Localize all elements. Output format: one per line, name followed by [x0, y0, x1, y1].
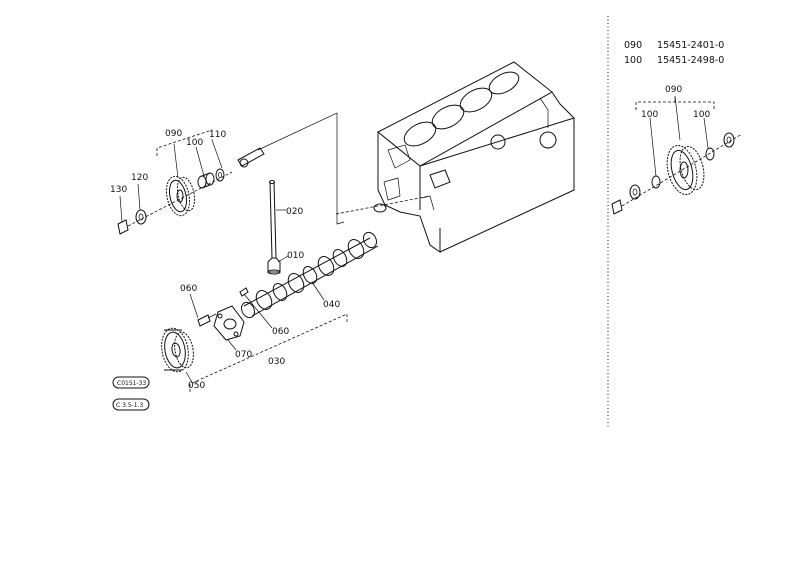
callout-130: 130 [110, 185, 127, 195]
callout-030: 030 [268, 357, 285, 367]
leader-lines [119, 129, 348, 392]
callout-100-left: 100 [186, 138, 203, 148]
callout-090-left: 090 [165, 129, 182, 139]
part-number: 15451-2498-0 [657, 55, 725, 66]
callout-050: 050 [188, 381, 205, 391]
camshaft [239, 231, 379, 319]
callout-080: 060 [180, 284, 197, 294]
parts-row: 090 15451-2401-0 [624, 40, 724, 55]
callout-110: 110 [209, 130, 226, 140]
callout-120: 120 [131, 173, 148, 183]
part-number: 15451-2401-0 [657, 40, 725, 51]
parts-row: 100 15451-2498-0 [624, 55, 724, 70]
callout-020: 020 [286, 207, 303, 217]
idle-gear-inset [611, 132, 743, 215]
cam-gear [161, 327, 194, 373]
model-tags: C0151-33 C 3.5-1.3 [112, 376, 150, 411]
part-ref: 100 [624, 55, 643, 66]
push-rod-assembly [237, 112, 345, 275]
callout-090-inset: 090 [665, 85, 682, 95]
callout-100-inset-a: 100 [641, 110, 658, 120]
callout-100-inset-b: 100 [693, 110, 710, 120]
part-ref: 090 [624, 40, 643, 51]
thrust-plate [197, 305, 245, 341]
callout-040: 040 [323, 300, 340, 310]
parts-table: 090 15451-2401-0 100 15451-2498-0 [624, 40, 724, 70]
callout-070: 070 [235, 350, 252, 360]
callout-labels: 090 100 110 130 120 020 010 060 040 060 … [110, 85, 710, 391]
leader-lines-inset [635, 95, 715, 177]
model-tag-1: C0151-33 [117, 380, 146, 387]
idle-gear-left [117, 168, 233, 235]
model-tag-2: C 3.5-1.3 [116, 402, 144, 409]
callout-010: 010 [287, 251, 304, 261]
engine-block [335, 61, 575, 253]
callout-060: 060 [272, 327, 289, 337]
